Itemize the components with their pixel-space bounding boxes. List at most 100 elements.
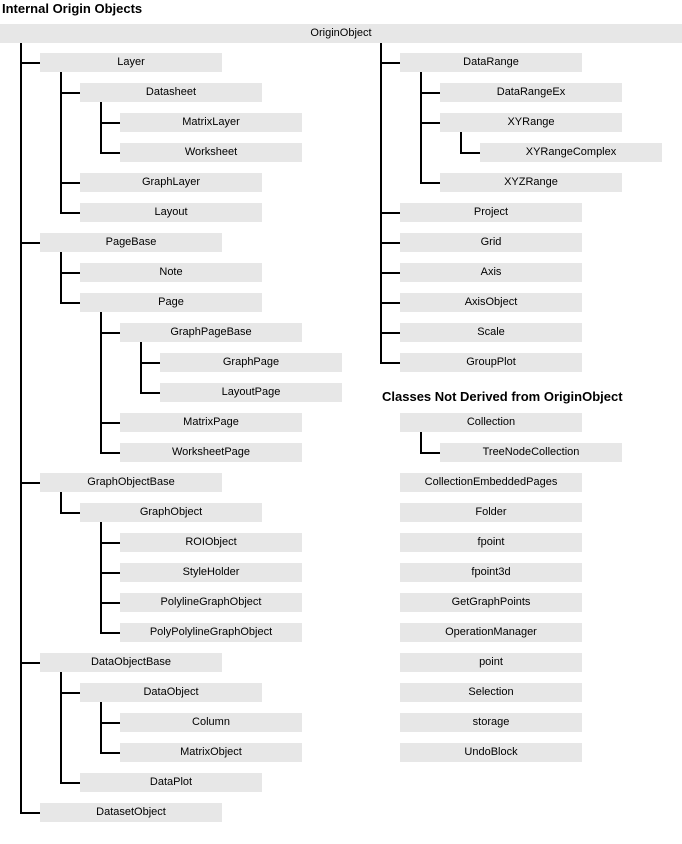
connector-line-horizontal — [60, 782, 80, 784]
class-box-point: point — [400, 653, 582, 672]
class-box-scale: Scale — [400, 323, 582, 342]
class-box-worksheetpage: WorksheetPage — [120, 443, 302, 462]
class-box-datasheet: Datasheet — [80, 83, 262, 102]
class-box-polypolylinegraphobject: PolyPolylineGraphObject — [120, 623, 302, 642]
class-box-collectionembeddedpages: CollectionEmbeddedPages — [400, 473, 582, 492]
connector-line-vertical — [100, 702, 102, 754]
class-box-matrixlayer: MatrixLayer — [120, 113, 302, 132]
connector-line-horizontal — [140, 362, 160, 364]
connector-line-horizontal — [380, 332, 400, 334]
class-box-polylinegraphobject: PolylineGraphObject — [120, 593, 302, 612]
class-box-datasetobject: DatasetObject — [40, 803, 222, 822]
class-box-note: Note — [80, 263, 262, 282]
class-box-selection: Selection — [400, 683, 582, 702]
connector-line-horizontal — [20, 662, 40, 664]
class-box-column: Column — [120, 713, 302, 732]
connector-line-horizontal — [20, 242, 40, 244]
connector-line-horizontal — [60, 212, 80, 214]
connector-line-horizontal — [60, 692, 80, 694]
class-box-matrixpage: MatrixPage — [120, 413, 302, 432]
class-box-getgraphpoints: GetGraphPoints — [400, 593, 582, 612]
connector-line-horizontal — [100, 122, 120, 124]
connector-line-horizontal — [100, 422, 120, 424]
class-box-graphlayer: GraphLayer — [80, 173, 262, 192]
class-box-xyrangecomplex: XYRangeComplex — [480, 143, 662, 162]
class-box-project: Project — [400, 203, 582, 222]
connector-line-vertical — [100, 312, 102, 454]
class-box-originobject: OriginObject — [0, 24, 682, 43]
connector-line-horizontal — [420, 452, 440, 454]
class-box-operationmanager: OperationManager — [400, 623, 582, 642]
connector-line-horizontal — [100, 332, 120, 334]
connector-line-horizontal — [420, 122, 440, 124]
connector-line-horizontal — [380, 62, 400, 64]
class-box-grid: Grid — [400, 233, 582, 252]
class-box-roiobject: ROIObject — [120, 533, 302, 552]
connector-line-horizontal — [60, 182, 80, 184]
class-box-layout: Layout — [80, 203, 262, 222]
class-box-axis: Axis — [400, 263, 582, 282]
connector-line-horizontal — [60, 512, 80, 514]
connector-line-horizontal — [380, 212, 400, 214]
class-box-dataobjectbase: DataObjectBase — [40, 653, 222, 672]
class-box-graphpagebase: GraphPageBase — [120, 323, 302, 342]
connector-line-horizontal — [100, 632, 120, 634]
connector-line-horizontal — [100, 602, 120, 604]
connector-line-horizontal — [20, 482, 40, 484]
connector-line-vertical — [380, 43, 382, 364]
connector-line-vertical — [60, 252, 62, 304]
connector-line-vertical — [420, 432, 422, 454]
section-heading: Classes Not Derived from OriginObject — [382, 389, 623, 404]
class-box-styleholder: StyleHolder — [120, 563, 302, 582]
connector-line-vertical — [20, 43, 22, 814]
connector-line-horizontal — [100, 452, 120, 454]
class-box-fpoint: fpoint — [400, 533, 582, 552]
connector-line-horizontal — [380, 302, 400, 304]
class-box-undoblock: UndoBlock — [400, 743, 582, 762]
class-box-datarange: DataRange — [400, 53, 582, 72]
connector-line-horizontal — [60, 272, 80, 274]
class-box-worksheet: Worksheet — [120, 143, 302, 162]
class-box-layoutpage: LayoutPage — [160, 383, 342, 402]
class-box-graphobjectbase: GraphObjectBase — [40, 473, 222, 492]
connector-line-horizontal — [100, 752, 120, 754]
class-box-fpoint3d: fpoint3d — [400, 563, 582, 582]
connector-line-horizontal — [420, 182, 440, 184]
class-box-graphobject: GraphObject — [80, 503, 262, 522]
class-box-graphpage: GraphPage — [160, 353, 342, 372]
class-box-matrixobject: MatrixObject — [120, 743, 302, 762]
connector-line-horizontal — [100, 572, 120, 574]
connector-line-vertical — [100, 102, 102, 154]
connector-line-vertical — [420, 72, 422, 184]
class-box-dataplot: DataPlot — [80, 773, 262, 792]
class-box-storage: storage — [400, 713, 582, 732]
connector-line-vertical — [60, 72, 62, 214]
connector-line-horizontal — [60, 302, 80, 304]
connector-line-vertical — [60, 492, 62, 514]
connector-line-vertical — [140, 342, 142, 394]
connector-line-horizontal — [420, 92, 440, 94]
class-box-dataobject: DataObject — [80, 683, 262, 702]
connector-line-vertical — [460, 132, 462, 154]
class-box-pagebase: PageBase — [40, 233, 222, 252]
connector-line-horizontal — [460, 152, 480, 154]
class-box-treenodecollection: TreeNodeCollection — [440, 443, 622, 462]
class-box-xyzrange: XYZRange — [440, 173, 622, 192]
class-box-layer: Layer — [40, 53, 222, 72]
page-title: Internal Origin Objects — [2, 1, 143, 16]
connector-line-horizontal — [20, 812, 40, 814]
connector-line-horizontal — [20, 62, 40, 64]
class-box-groupplot: GroupPlot — [400, 353, 582, 372]
connector-line-horizontal — [380, 362, 400, 364]
class-box-datarangeex: DataRangeEx — [440, 83, 622, 102]
connector-line-horizontal — [140, 392, 160, 394]
connector-line-horizontal — [380, 242, 400, 244]
connector-line-vertical — [60, 672, 62, 784]
connector-line-vertical — [100, 522, 102, 634]
connector-line-horizontal — [380, 272, 400, 274]
class-box-xyrange: XYRange — [440, 113, 622, 132]
class-box-page: Page — [80, 293, 262, 312]
connector-line-horizontal — [100, 722, 120, 724]
class-box-folder: Folder — [400, 503, 582, 522]
class-box-axisobject: AxisObject — [400, 293, 582, 312]
